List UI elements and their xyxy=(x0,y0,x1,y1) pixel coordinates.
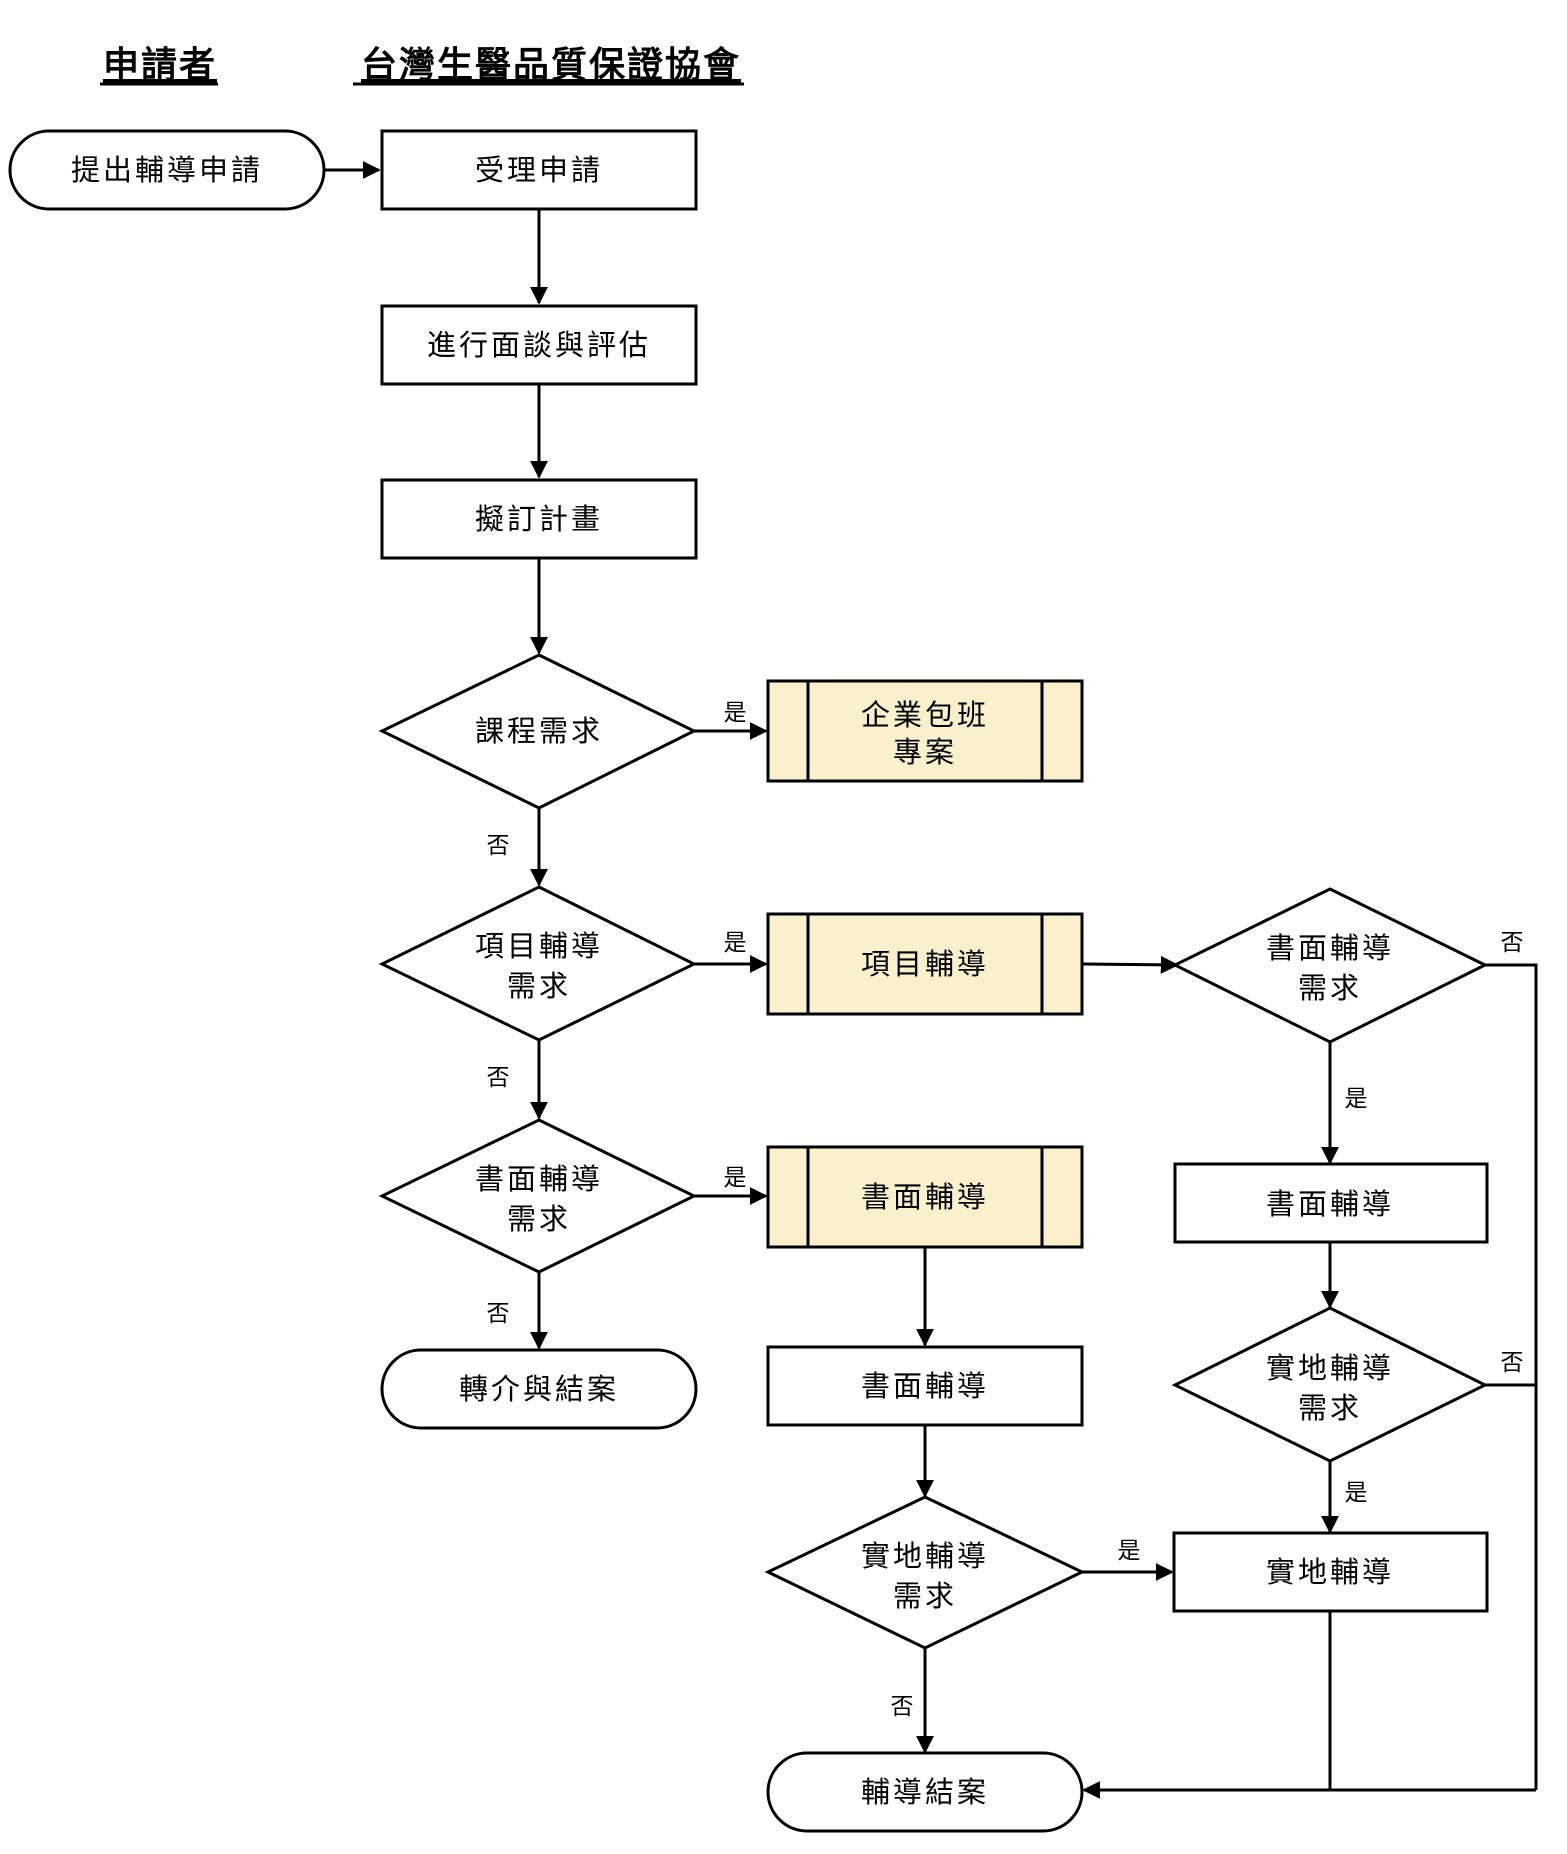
item-coaching-subprocess xyxy=(766,912,1084,1016)
applicant-lane-header: 申請者 xyxy=(103,44,217,86)
doc-need-left-label-line1: 書面輔導 xyxy=(475,1162,603,1196)
start-apply-node xyxy=(8,129,326,211)
site-coaching-label: 實地輔導 xyxy=(1266,1555,1394,1589)
doc-coaching-sub-label: 書面輔導 xyxy=(861,1180,989,1214)
label-doc-need-right-yes: 是 xyxy=(1345,1086,1368,1112)
site-need-right-label-line1: 實地輔導 xyxy=(1266,1351,1394,1385)
label-course-no: 否 xyxy=(487,833,510,859)
course-need-decision xyxy=(378,653,698,810)
doc-coaching-mid-label: 書面輔導 xyxy=(861,1369,989,1403)
site-coaching-node xyxy=(1172,1531,1489,1613)
label-item-need-yes: 是 xyxy=(724,930,747,956)
doc-need-right-decision xyxy=(1171,887,1489,1044)
label-site-need-right-yes: 是 xyxy=(1345,1480,1368,1506)
doc-coaching-right-label: 書面輔導 xyxy=(1266,1187,1394,1221)
enterprise-class-label-line1: 企業包班 xyxy=(861,698,989,732)
label-site-need-right-no: 否 xyxy=(1501,1350,1524,1376)
doc-need-left-label-line2: 需求 xyxy=(507,1202,571,1236)
plan-node xyxy=(380,478,698,560)
referral-close-label: 轉介與結案 xyxy=(459,1372,619,1406)
item-need-label-line1: 項目輔導 xyxy=(475,929,603,963)
item-need-label-line2: 需求 xyxy=(507,969,571,1003)
coaching-close-label: 輔導結案 xyxy=(861,1775,989,1809)
label-doc-need-left-yes: 是 xyxy=(724,1165,747,1191)
item-need-decision xyxy=(378,885,698,1042)
label-doc-need-right-no: 否 xyxy=(1501,930,1524,956)
item-coaching-label: 項目輔導 xyxy=(861,947,989,981)
doc-need-left-decision xyxy=(378,1118,698,1274)
doc-coaching-mid-node xyxy=(766,1345,1084,1427)
interview-label: 進行面談與評估 xyxy=(427,328,651,362)
label-site-need-mid-yes: 是 xyxy=(1118,1538,1141,1564)
edge-doc-need-right-no xyxy=(1485,963,1538,1790)
edge-item-coaching-doc-need xyxy=(1081,955,1179,974)
label-item-need-no: 否 xyxy=(487,1065,510,1091)
enterprise-class-label-line2: 專案 xyxy=(893,735,957,769)
site-need-mid-label-line2: 需求 xyxy=(893,1579,957,1613)
doc-need-right-label-line1: 書面輔導 xyxy=(1266,931,1394,965)
accept-node xyxy=(380,129,698,211)
label-course-yes: 是 xyxy=(724,700,747,726)
site-need-right-label-line2: 需求 xyxy=(1298,1391,1362,1425)
label-site-need-mid-no: 否 xyxy=(891,1694,914,1720)
course-need-label: 課程需求 xyxy=(475,714,603,748)
start-apply-label: 提出輔導申請 xyxy=(71,153,263,187)
interview-node xyxy=(380,304,698,386)
doc-coaching-subprocess xyxy=(766,1145,1084,1249)
label-doc-need-left-no: 否 xyxy=(487,1301,510,1327)
accept-label: 受理申請 xyxy=(475,153,603,187)
enterprise-class-subprocess xyxy=(766,679,1084,783)
site-need-mid-label-line1: 實地輔導 xyxy=(861,1539,989,1573)
plan-label: 擬訂計畫 xyxy=(475,502,603,536)
site-need-mid-decision xyxy=(764,1495,1086,1650)
doc-coaching-right-node xyxy=(1173,1162,1489,1244)
coaching-close-terminator xyxy=(766,1751,1084,1833)
referral-close-terminator xyxy=(380,1348,698,1430)
doc-need-right-label-line2: 需求 xyxy=(1298,971,1362,1005)
site-need-right-decision xyxy=(1171,1306,1489,1463)
association-lane-header: 台灣生醫品質保證協會 xyxy=(361,44,741,86)
